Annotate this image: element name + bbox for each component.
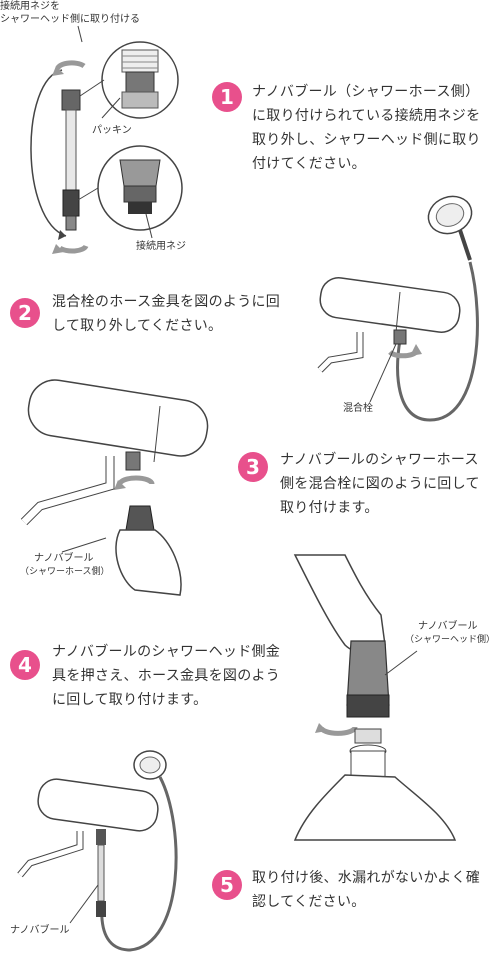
step1-text: ナノバブール（シャワーホース側）に取り付けられている接続用ネジを取り外し、シャワ… [252,84,481,172]
nanobubble-label-step3: ナノバブール [34,553,94,564]
screw-label: 接続用ネジ [136,241,186,252]
step3-illustration [20,379,209,596]
step4-text: ナノバブールのシャワーヘッド側金具を押さえ、ホース金具を図のように回して取り付け… [52,644,281,708]
top-note-line1: 接続用ネジを [0,1,60,12]
step2-illustration [317,195,479,422]
step2-text: 混合栓のホース金具を図のように回して取り外してください。 [52,294,281,334]
step3-number: 3 [238,452,268,482]
step5-text: 取り付け後、水漏れがないかよく確認してください。 [252,870,481,910]
step1-number: 1 [212,82,242,112]
step1-illustration [30,25,183,254]
step5-illustration [17,750,178,952]
packing-label: パッキン [92,125,132,136]
step4-illustration [293,554,457,841]
top-note-line2: シャワーヘッド側に取り付ける [0,14,140,25]
nanobubble-label-step4: ナノバブール [418,621,478,632]
hose-side-label: （シャワーホース側） [20,567,110,577]
faucet-label: 混合栓 [343,403,373,414]
step2-number: 2 [10,298,40,328]
step4-number: 4 [10,650,40,680]
head-side-label: （シャワーヘッド側） [405,635,495,645]
nanobubble-label-step5: ナノバブール [10,925,70,936]
step3-text: ナノバブールのシャワーホース側を混合栓に図のように回して取り付けます。 [280,452,480,516]
step5-number: 5 [212,870,242,900]
